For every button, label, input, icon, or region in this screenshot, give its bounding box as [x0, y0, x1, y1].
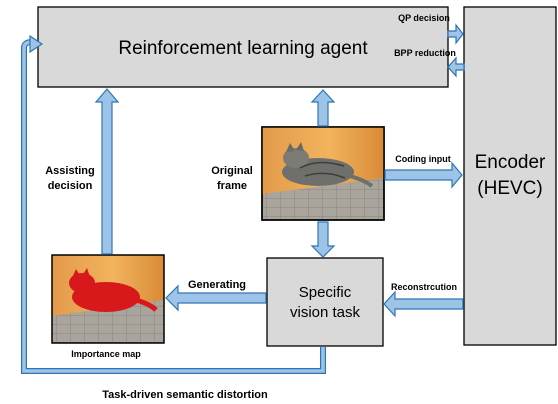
assisting-decision-arrow — [94, 88, 120, 255]
frame-to-agent-arrow — [310, 89, 336, 127]
original-frame-image — [261, 126, 385, 221]
coding-input-arrow — [384, 161, 463, 189]
generating-label: Generating — [188, 279, 246, 291]
encoder-label-line1: Encoder — [475, 152, 546, 173]
vision-task-box — [266, 257, 384, 347]
encoder-box — [463, 6, 557, 346]
rl-agent-label: Reinforcement learning agent — [118, 38, 368, 59]
rl-agent-box — [37, 6, 449, 88]
vision-task-label-line1: Specific — [299, 284, 352, 301]
importance-map-image — [51, 254, 165, 344]
assisting-decision-label-line1: Assisting — [45, 165, 95, 177]
vision-task-label-line2: vision task — [290, 304, 361, 321]
task-driven-label: Task-driven semantic distortion — [102, 389, 268, 401]
frame-to-vision-arrow — [310, 221, 336, 258]
original-frame-label-line1: Original — [211, 165, 253, 177]
assisting-decision-label-line2: decision — [48, 180, 93, 192]
original-frame-label-line2: frame — [217, 180, 247, 192]
bpp-reduction-arrow — [447, 56, 465, 78]
qp-decision-label: QP decision — [398, 13, 450, 23]
generating-arrow — [165, 284, 267, 312]
encoder-label-line2: (HEVC) — [477, 178, 542, 199]
reconstruction-arrow — [383, 290, 464, 318]
qp-decision-arrow — [447, 23, 464, 45]
reconstruction-label: Reconstrcution — [391, 282, 457, 292]
importance-map-label: Importance map — [71, 349, 141, 359]
task-driven-loop-arrow — [21, 34, 326, 374]
bpp-reduction-label: BPP reduction — [394, 48, 456, 58]
coding-input-label: Coding input — [395, 154, 450, 164]
